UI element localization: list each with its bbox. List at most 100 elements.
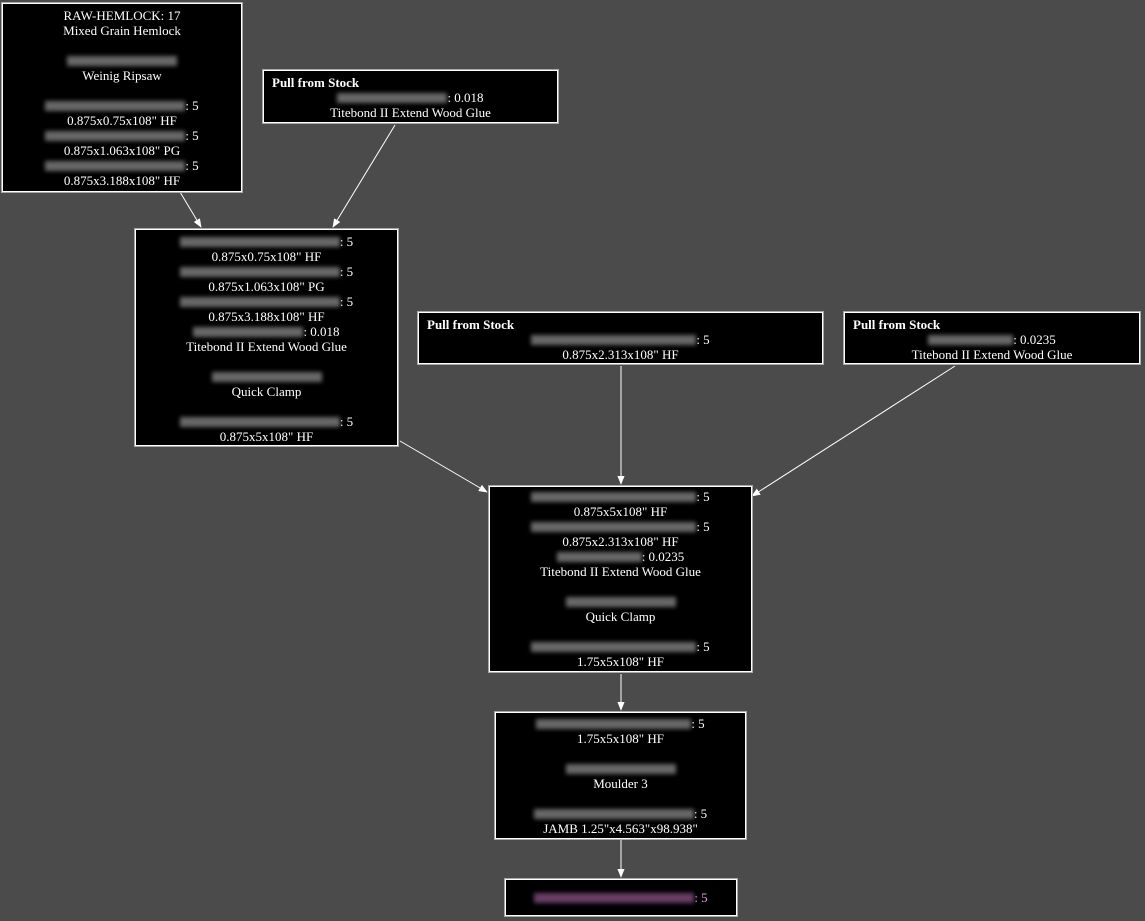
redacted-code bbox=[536, 719, 692, 729]
spacer bbox=[496, 746, 745, 761]
item-label: 0.875x0.75x108" HF bbox=[211, 249, 322, 264]
spacer bbox=[136, 354, 397, 369]
item-label: RAW-HEMLOCK: 17 bbox=[63, 8, 181, 23]
redacted-code bbox=[534, 893, 695, 903]
redacted-code-line bbox=[490, 594, 751, 609]
quantity: : 5 bbox=[696, 332, 710, 347]
quantity: : 5 bbox=[691, 716, 705, 731]
redacted-code bbox=[179, 267, 340, 277]
quantity: : 5 bbox=[339, 414, 354, 429]
redacted-code bbox=[67, 56, 177, 66]
quantity: : 5 bbox=[339, 234, 354, 249]
item-label: 1.75x5x108" HF bbox=[577, 731, 664, 746]
redacted-code-line: : 5 bbox=[136, 294, 397, 309]
item-label: Quick Clamp bbox=[585, 609, 656, 624]
quantity: : 0.018 bbox=[447, 90, 484, 105]
node-final-jamb[interactable]: : 5 bbox=[504, 878, 738, 917]
spacer bbox=[3, 83, 241, 98]
node-glue-clamp-1[interactable]: : 5 0.875x0.75x108" HF : 5 0.875x1.063x108"… bbox=[134, 228, 399, 447]
spacer bbox=[490, 624, 751, 639]
item-label: Weinig Ripsaw bbox=[82, 68, 162, 83]
item-label: 0.875x2.313x108" HF bbox=[562, 347, 679, 362]
spacer bbox=[3, 38, 241, 53]
item-label: 0.875x5x108" HF bbox=[219, 429, 314, 444]
quantity: : 5 bbox=[185, 98, 199, 113]
redacted-code bbox=[337, 93, 448, 103]
redacted-code-line: : 5 bbox=[496, 716, 745, 731]
redacted-code-line: : 5 bbox=[490, 639, 751, 654]
quantity: : 5 bbox=[693, 806, 708, 821]
redacted-code bbox=[179, 237, 340, 247]
item-label: 0.875x1.063x108" PG bbox=[208, 279, 325, 294]
redacted-code bbox=[533, 809, 694, 819]
redacted-code bbox=[531, 492, 697, 502]
item-label: Titebond II Extend Wood Glue bbox=[911, 347, 1073, 362]
edge-n3-n6 bbox=[399, 440, 488, 493]
node-pull-from-stock-lumber[interactable]: Pull from Stock : 5 0.875x2.313x108" HF bbox=[417, 311, 824, 365]
item-label: 0.875x3.188x108" HF bbox=[208, 309, 325, 324]
quantity: : 5 bbox=[339, 294, 354, 309]
redacted-code-line: : 5 bbox=[136, 414, 397, 429]
redacted-code-line: : 5 bbox=[490, 519, 751, 534]
redacted-code-line bbox=[496, 761, 745, 776]
quantity: : 0.0235 bbox=[1013, 332, 1056, 347]
item-label: 1.75x5x108" HF bbox=[577, 654, 664, 669]
item-label: Mixed Grain Hemlock bbox=[63, 23, 181, 38]
node-title: Pull from Stock bbox=[853, 317, 941, 332]
redacted-code bbox=[531, 522, 697, 532]
redacted-code bbox=[45, 101, 186, 111]
spacer bbox=[490, 579, 751, 594]
redacted-code-line: : 5 bbox=[419, 332, 822, 347]
edge-n5-n6 bbox=[751, 365, 956, 497]
quantity: : 5 bbox=[696, 519, 710, 534]
redacted-code-line: : 0.018 bbox=[136, 324, 397, 339]
redacted-code-line bbox=[136, 369, 397, 384]
redacted-code-line: : 5 bbox=[490, 489, 751, 504]
node-title: Pull from Stock bbox=[427, 317, 515, 332]
item-label: Moulder 3 bbox=[593, 776, 648, 791]
item-label: 0.875x5x108" HF bbox=[573, 504, 668, 519]
redacted-code bbox=[45, 161, 186, 171]
node-title: Pull from Stock bbox=[272, 75, 360, 90]
quantity: : 5 bbox=[696, 639, 710, 654]
edge-n2-n3 bbox=[332, 124, 396, 228]
spacer bbox=[136, 399, 397, 414]
quantity: : 5 bbox=[185, 158, 199, 173]
item-label: 0.875x2.313x108" HF bbox=[562, 534, 679, 549]
item-label: Titebond II Extend Wood Glue bbox=[540, 564, 701, 579]
item-label: 0.875x1.063x108" PG bbox=[63, 143, 181, 158]
redacted-code-line: : 5 bbox=[506, 890, 736, 905]
redacted-code bbox=[211, 372, 322, 382]
edge-n1-n3 bbox=[179, 191, 202, 228]
redacted-code bbox=[531, 642, 697, 652]
quantity: : 0.0235 bbox=[641, 549, 685, 564]
redacted-code bbox=[45, 131, 186, 141]
redacted-code-line: : 5 bbox=[3, 128, 241, 143]
quantity: : 5 bbox=[185, 128, 199, 143]
redacted-code bbox=[179, 297, 340, 307]
item-label: Titebond II Extend Wood Glue bbox=[186, 339, 347, 354]
redacted-code bbox=[193, 327, 304, 337]
redacted-code bbox=[556, 552, 642, 562]
redacted-code-line: : 0.0235 bbox=[845, 332, 1139, 347]
redacted-code-line: : 0.0235 bbox=[490, 549, 751, 564]
redacted-code-line: : 5 bbox=[3, 158, 241, 173]
item-label: Titebond II Extend Wood Glue bbox=[330, 105, 491, 120]
quantity: : 0.018 bbox=[303, 324, 340, 339]
quantity: : 5 bbox=[339, 264, 354, 279]
redacted-code bbox=[531, 335, 697, 345]
redacted-code-line bbox=[3, 53, 241, 68]
redacted-code bbox=[928, 335, 1014, 345]
item-label: 0.875x0.75x108" HF bbox=[67, 113, 177, 128]
redacted-code-line: : 5 bbox=[136, 234, 397, 249]
redacted-code-line: : 5 bbox=[496, 806, 745, 821]
spacer bbox=[496, 791, 745, 806]
redacted-code bbox=[179, 417, 340, 427]
quantity: : 5 bbox=[694, 890, 708, 905]
